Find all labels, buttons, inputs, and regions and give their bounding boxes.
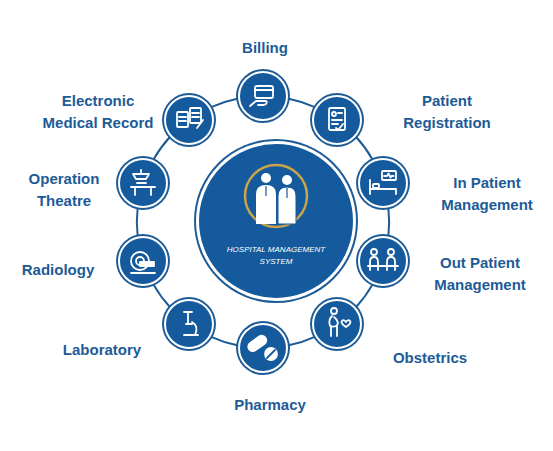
patient-body [370,257,378,270]
desk-line [368,265,398,267]
hub-title: HOSPITAL MANAGEMENT SYSTEM [221,244,331,267]
mother-head [331,308,337,314]
module-label: Operation Theatre [14,168,114,212]
record-pen [197,120,203,128]
capsule-shape [247,334,269,353]
patient-head [371,249,377,255]
module-circle: Operation Theatre [118,158,168,208]
hub-logo [245,165,307,227]
form-sheet [329,108,345,130]
theatre-icon [131,170,155,195]
record-sheet [190,108,201,123]
ring-connector [211,337,239,346]
ring-connector [356,284,373,308]
module-circle: Billing [238,71,288,121]
module-icons [131,86,398,360]
ring-connector [356,137,373,161]
ring-connector [288,98,316,107]
obstetrics-icon [329,308,350,336]
ring-connector [387,207,390,236]
record-icon [177,108,203,128]
surgical-lamp [133,170,149,179]
hub-circle: HOSPITAL MANAGEMENT SYSTEM [196,141,356,301]
ring-connector [288,337,316,346]
doctor-body [387,257,395,270]
bed-pillow [373,184,379,188]
heart-shape [342,320,351,327]
ring-connector [211,98,239,107]
scanner-ring [131,252,149,270]
module-circle: In Patient Management [358,158,408,208]
radiology-icon [131,252,155,273]
card-shape [255,86,273,98]
doctor-coat [256,185,276,224]
module-circle: Pharmacy [238,323,288,373]
laboratory-icon [184,312,198,335]
ring-connector [136,207,139,236]
scanner-bed [140,262,154,266]
check-mark [336,124,343,130]
table-legs [135,183,151,195]
mother-body [329,316,338,336]
module-circle: Obstetrics [312,299,362,349]
operating-table [131,186,155,188]
module-label: Patient Registration [392,90,502,134]
bed-frame [370,180,396,194]
record-sheet [177,112,188,127]
pharmacy-icon [247,334,277,360]
microscope-shape [184,312,198,335]
module-label: In Patient Management [431,172,543,216]
scanner-base [131,272,155,274]
doctor-coat [278,187,296,224]
ring-connector [153,284,170,308]
module-circle: Electronic Medical Record [164,95,214,145]
billing-icon [250,86,273,106]
module-label: Laboratory [47,339,157,361]
module-label: Obstetrics [380,347,480,369]
inpatient-icon [370,171,396,194]
module-label: Billing [215,37,315,59]
pulse-line [384,174,394,178]
monitor-screen [382,171,396,180]
module-circle: Patient Registration [312,95,362,145]
module-circle: Laboratory [164,299,214,349]
module-circle: Radiology [118,236,168,286]
module-label: Radiology [12,259,104,281]
module-label: Pharmacy [220,394,320,416]
round-pill [265,348,277,360]
module-circle: Out Patient Management [358,236,408,286]
module-label: Out Patient Management [419,252,541,296]
doctor-head [388,249,394,255]
coat-seam [266,186,287,198]
logo-ring [245,165,307,227]
card-stripe [255,89,273,91]
doctor-head [261,173,271,183]
doctor-head [282,175,292,185]
scanner-bore [136,257,144,265]
pill-score [267,350,275,358]
hand-shape [250,101,267,106]
ring-connector [153,137,170,161]
registration-icon [329,108,345,130]
module-label: Electronic Medical Record [34,90,162,134]
record-lines [179,113,199,121]
form-photo [332,112,336,116]
outpatient-icon [368,249,398,270]
form-lines [332,113,342,124]
